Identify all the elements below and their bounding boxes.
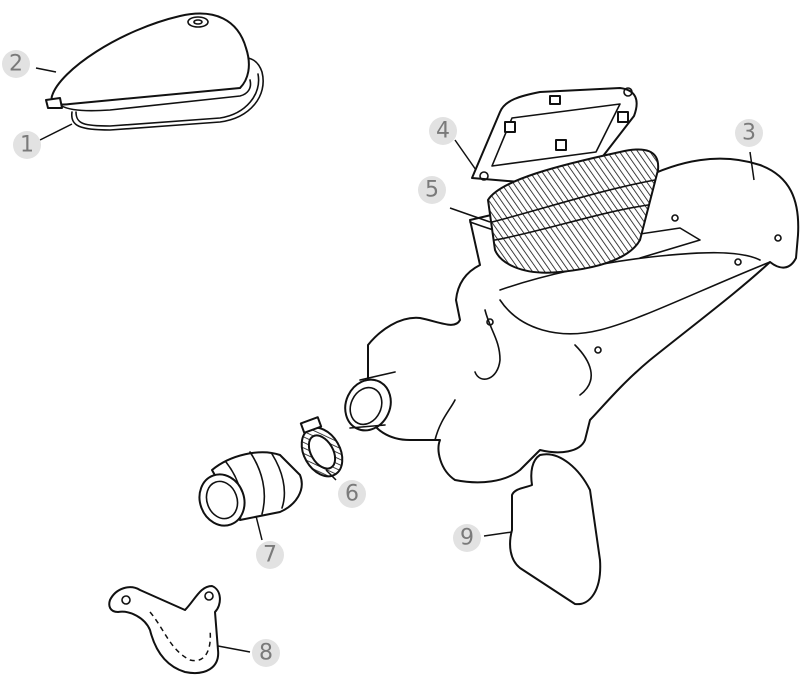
callout-number: 3 (742, 121, 756, 146)
callout-number: 9 (460, 526, 474, 551)
callout-number: 5 (425, 178, 439, 203)
hose-clamp-part (299, 416, 344, 478)
callout-number: 4 (436, 119, 450, 144)
callout-number: 8 (259, 641, 273, 666)
leader-line-3 (749, 151, 755, 181)
callout-2: 2 (2, 50, 30, 78)
leader-line-4 (454, 139, 477, 171)
seal-plate-part (509, 453, 602, 606)
callout-number: 1 (20, 133, 34, 158)
callout-4: 4 (429, 117, 457, 145)
leader-line-9 (483, 531, 513, 537)
callout-number: 7 (263, 543, 277, 568)
callout-3: 3 (735, 119, 763, 147)
callout-8: 8 (252, 639, 280, 667)
leader-line-2 (35, 67, 57, 73)
gasket-part (71, 56, 264, 131)
callout-5: 5 (418, 176, 446, 204)
bracket-part (108, 585, 221, 674)
leader-line-5 (449, 207, 491, 223)
leader-line-8 (217, 645, 251, 653)
callout-7: 7 (256, 541, 284, 569)
air-box-housing-part (344, 157, 800, 484)
leader-line-1 (39, 123, 73, 141)
callout-6: 6 (338, 480, 366, 508)
leader-line-6 (325, 469, 337, 481)
leader-line-7 (255, 515, 263, 541)
callout-9: 9 (453, 524, 481, 552)
filter-element-part (486, 148, 660, 274)
air-filter-cover-part (45, 12, 252, 112)
intake-boot-part (198, 451, 303, 527)
callout-1: 1 (13, 131, 41, 159)
callout-number: 2 (9, 52, 23, 77)
callout-number: 6 (345, 482, 359, 507)
